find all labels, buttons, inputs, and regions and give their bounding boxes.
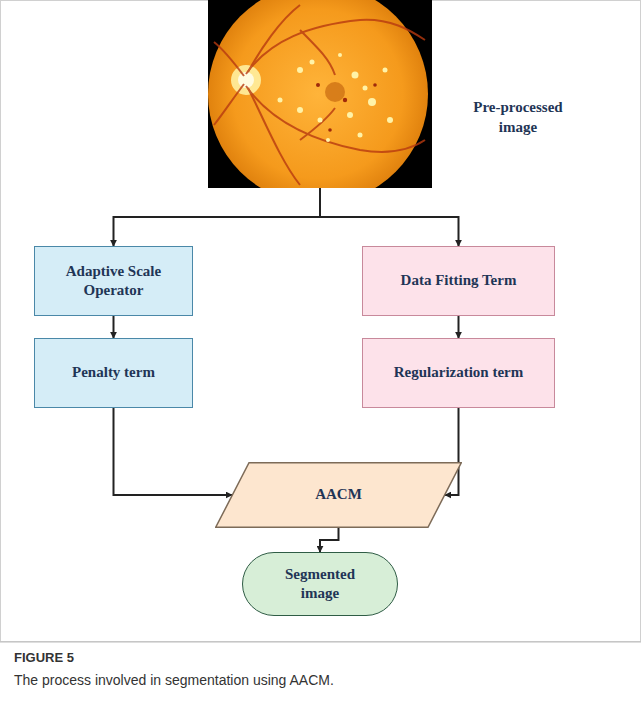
terminal-box: Segmented image	[242, 552, 398, 616]
flow-arrow	[458, 316, 460, 338]
node-label: Data Fitting Term	[401, 271, 517, 291]
io-parallelogram: AACM	[215, 462, 462, 528]
flow-arrow	[320, 188, 459, 246]
caption-rule	[0, 642, 641, 643]
process-box: Penalty term	[34, 338, 193, 408]
flow-arrow	[113, 316, 115, 338]
flow-arrow	[320, 528, 339, 552]
image-label: Pre-processed image	[458, 98, 578, 137]
node-label: Segmented image	[270, 565, 370, 604]
process-box: Data Fitting Term	[362, 246, 555, 316]
process-box: Adaptive Scale Operator	[34, 246, 193, 316]
node-label: AACM	[315, 485, 362, 505]
input-image: Pre-processed image	[208, 0, 432, 188]
figure-number: FIGURE 5	[14, 650, 74, 665]
figure-caption: The process involved in segmentation usi…	[14, 672, 334, 688]
flow-arrow	[114, 408, 233, 495]
node-label: Adaptive Scale Operator	[45, 262, 182, 301]
fundus-photo	[208, 0, 432, 188]
flow-arrow	[114, 188, 321, 246]
node-label: Penalty term	[72, 363, 155, 383]
node-label: Regularization term	[394, 363, 524, 383]
process-box: Regularization term	[362, 338, 555, 408]
